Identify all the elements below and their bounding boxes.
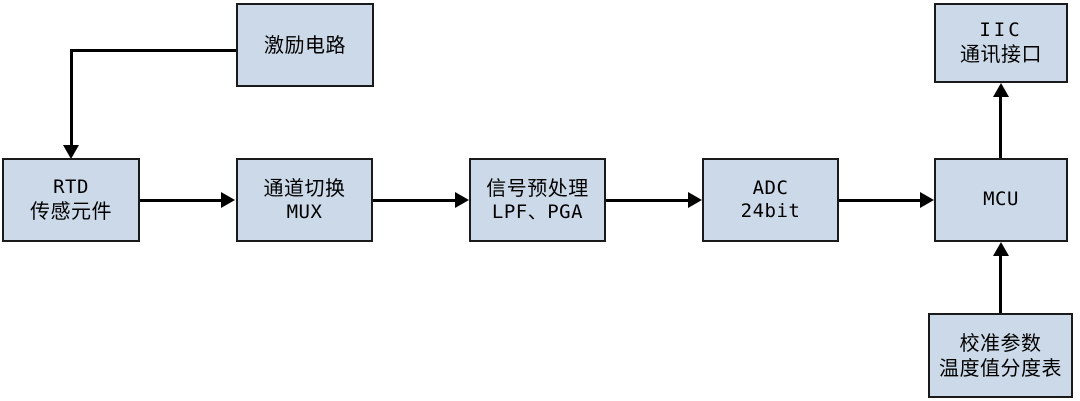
arrowhead-mcu-to-iic [993,83,1009,97]
block-calibration-params-label-1: 校准参数 [959,331,1042,356]
block-calibration-params[interactable]: 校准参数 温度值分度表 [928,313,1073,398]
block-excitation-circuit-label-1: 激励电路 [264,32,346,57]
block-signal-preprocessing[interactable]: 信号预处理 LPF、PGA [469,158,606,242]
block-calibration-params-label-2: 温度值分度表 [939,355,1062,380]
block-iic-interface[interactable]: IIC 通讯接口 [934,3,1068,83]
arrowhead-adc-to-mcu [920,192,934,208]
block-mcu[interactable]: MCU [934,158,1068,242]
block-channel-mux-label-2: MUX [286,200,323,223]
connector-rtd-to-mux [140,199,222,202]
arrowhead-preprocess-to-adc [688,192,702,208]
block-rtd-sensor-label-1: RTD [53,176,89,199]
block-signal-preprocessing-label-1: 信号预处理 [486,176,589,201]
connector-calibration-to-mcu [999,255,1002,313]
block-signal-preprocessing-label-2: LPF、PGA [491,200,584,223]
block-excitation-circuit[interactable]: 激励电路 [236,3,374,87]
block-adc-label-2: 24bit [740,200,801,222]
connector-excitation-to-rtd-vertical [70,49,73,146]
block-adc-label-1: ADC [752,176,789,199]
block-mcu-label-1: MCU [983,188,1019,211]
connector-adc-to-mcu [839,199,920,202]
arrowhead-calibration-to-mcu [993,242,1009,256]
connector-mux-to-preprocess [373,199,455,202]
block-iic-interface-label-2: 通讯接口 [960,42,1042,67]
block-rtd-sensor[interactable]: RTD 传感元件 [2,158,140,242]
connector-preprocess-to-adc [606,199,688,202]
connector-excitation-to-rtd-horizontal [70,49,236,52]
block-channel-mux-label-1: 通道切换 [263,176,346,201]
arrowhead-mux-to-preprocess [455,192,469,208]
block-iic-interface-label-1: IIC [979,19,1023,42]
arrowhead-excitation-to-rtd [63,145,79,159]
block-adc[interactable]: ADC 24bit [702,158,839,242]
connector-mcu-to-iic [999,96,1002,158]
arrowhead-rtd-to-mux [221,192,235,208]
block-channel-mux[interactable]: 通道切换 MUX [236,158,373,242]
block-rtd-sensor-label-2: 传感元件 [30,199,112,224]
